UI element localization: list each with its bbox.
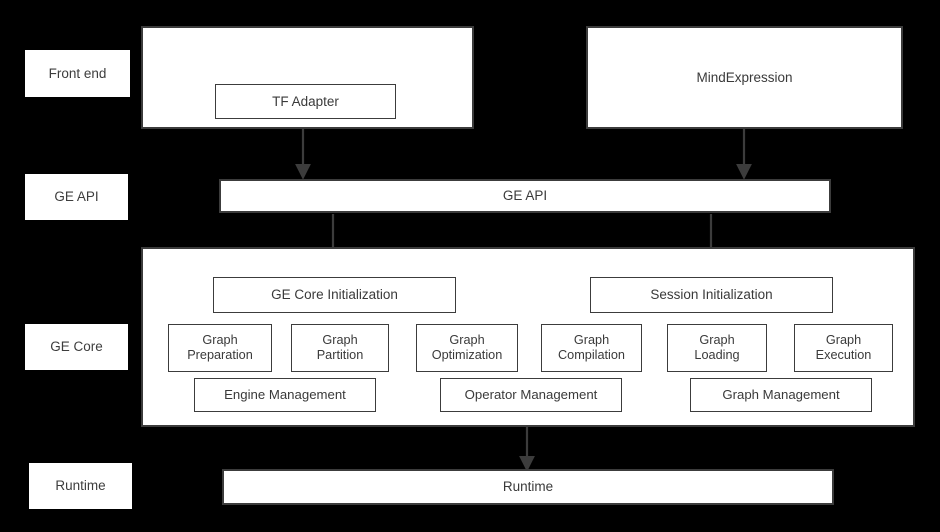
graph-compilation-label: Graph Compilation bbox=[558, 333, 625, 362]
graph-preparation-label: Graph Preparation bbox=[187, 333, 253, 362]
ge-core-initialization-box[interactable]: GE Core Initialization bbox=[213, 277, 456, 313]
graph-preparation-box[interactable]: Graph Preparation bbox=[168, 324, 272, 372]
ge-core-initialization-label: GE Core Initialization bbox=[271, 287, 398, 303]
ge-api-bar-label: GE API bbox=[502, 188, 548, 204]
layer-label-ge-core: GE Core bbox=[25, 324, 128, 370]
layer-label-ge-core-text: GE Core bbox=[50, 339, 103, 355]
engine-management-label: Engine Management bbox=[224, 387, 346, 403]
tensorflow-container: Tensorflow TF Adapter bbox=[141, 26, 474, 129]
graph-partition-label: Graph Partition bbox=[316, 333, 364, 362]
layer-label-ge-api: GE API bbox=[25, 174, 128, 220]
tf-adapter-label: TF Adapter bbox=[272, 93, 339, 109]
session-initialization-label: Session Initialization bbox=[650, 287, 773, 303]
graph-optimization-label: Graph Optimization bbox=[431, 333, 503, 362]
tf-adapter-box[interactable]: TF Adapter bbox=[215, 84, 396, 119]
graph-loading-label: Graph Loading bbox=[694, 333, 740, 362]
layer-label-front-end-text: Front end bbox=[48, 65, 107, 81]
engine-management-box[interactable]: Engine Management bbox=[194, 378, 376, 412]
graph-partition-box[interactable]: Graph Partition bbox=[291, 324, 389, 372]
layer-label-front-end: Front end bbox=[25, 50, 130, 97]
graph-compilation-box[interactable]: Graph Compilation bbox=[541, 324, 642, 372]
runtime-bar[interactable]: Runtime bbox=[222, 469, 834, 505]
layer-label-ge-api-text: GE API bbox=[54, 189, 99, 205]
layer-label-runtime: Runtime bbox=[29, 463, 132, 509]
ge-api-bar[interactable]: GE API bbox=[219, 179, 831, 213]
graph-execution-label: Graph Execution bbox=[815, 333, 872, 362]
operator-management-box[interactable]: Operator Management bbox=[440, 378, 622, 412]
ge-core-container: GE Core Initialization Session Initializ… bbox=[141, 247, 915, 427]
graph-management-box[interactable]: Graph Management bbox=[690, 378, 872, 412]
mindexpression-container: MindExpression bbox=[586, 26, 903, 129]
graph-loading-box[interactable]: Graph Loading bbox=[667, 324, 767, 372]
layer-label-runtime-text: Runtime bbox=[55, 478, 106, 494]
graph-management-label: Graph Management bbox=[722, 387, 840, 403]
session-initialization-box[interactable]: Session Initialization bbox=[590, 277, 833, 313]
graph-execution-box[interactable]: Graph Execution bbox=[794, 324, 893, 372]
graph-optimization-box[interactable]: Graph Optimization bbox=[416, 324, 518, 372]
operator-management-label: Operator Management bbox=[464, 387, 598, 403]
runtime-bar-label: Runtime bbox=[502, 479, 554, 495]
mindexpression-title: MindExpression bbox=[696, 69, 793, 85]
